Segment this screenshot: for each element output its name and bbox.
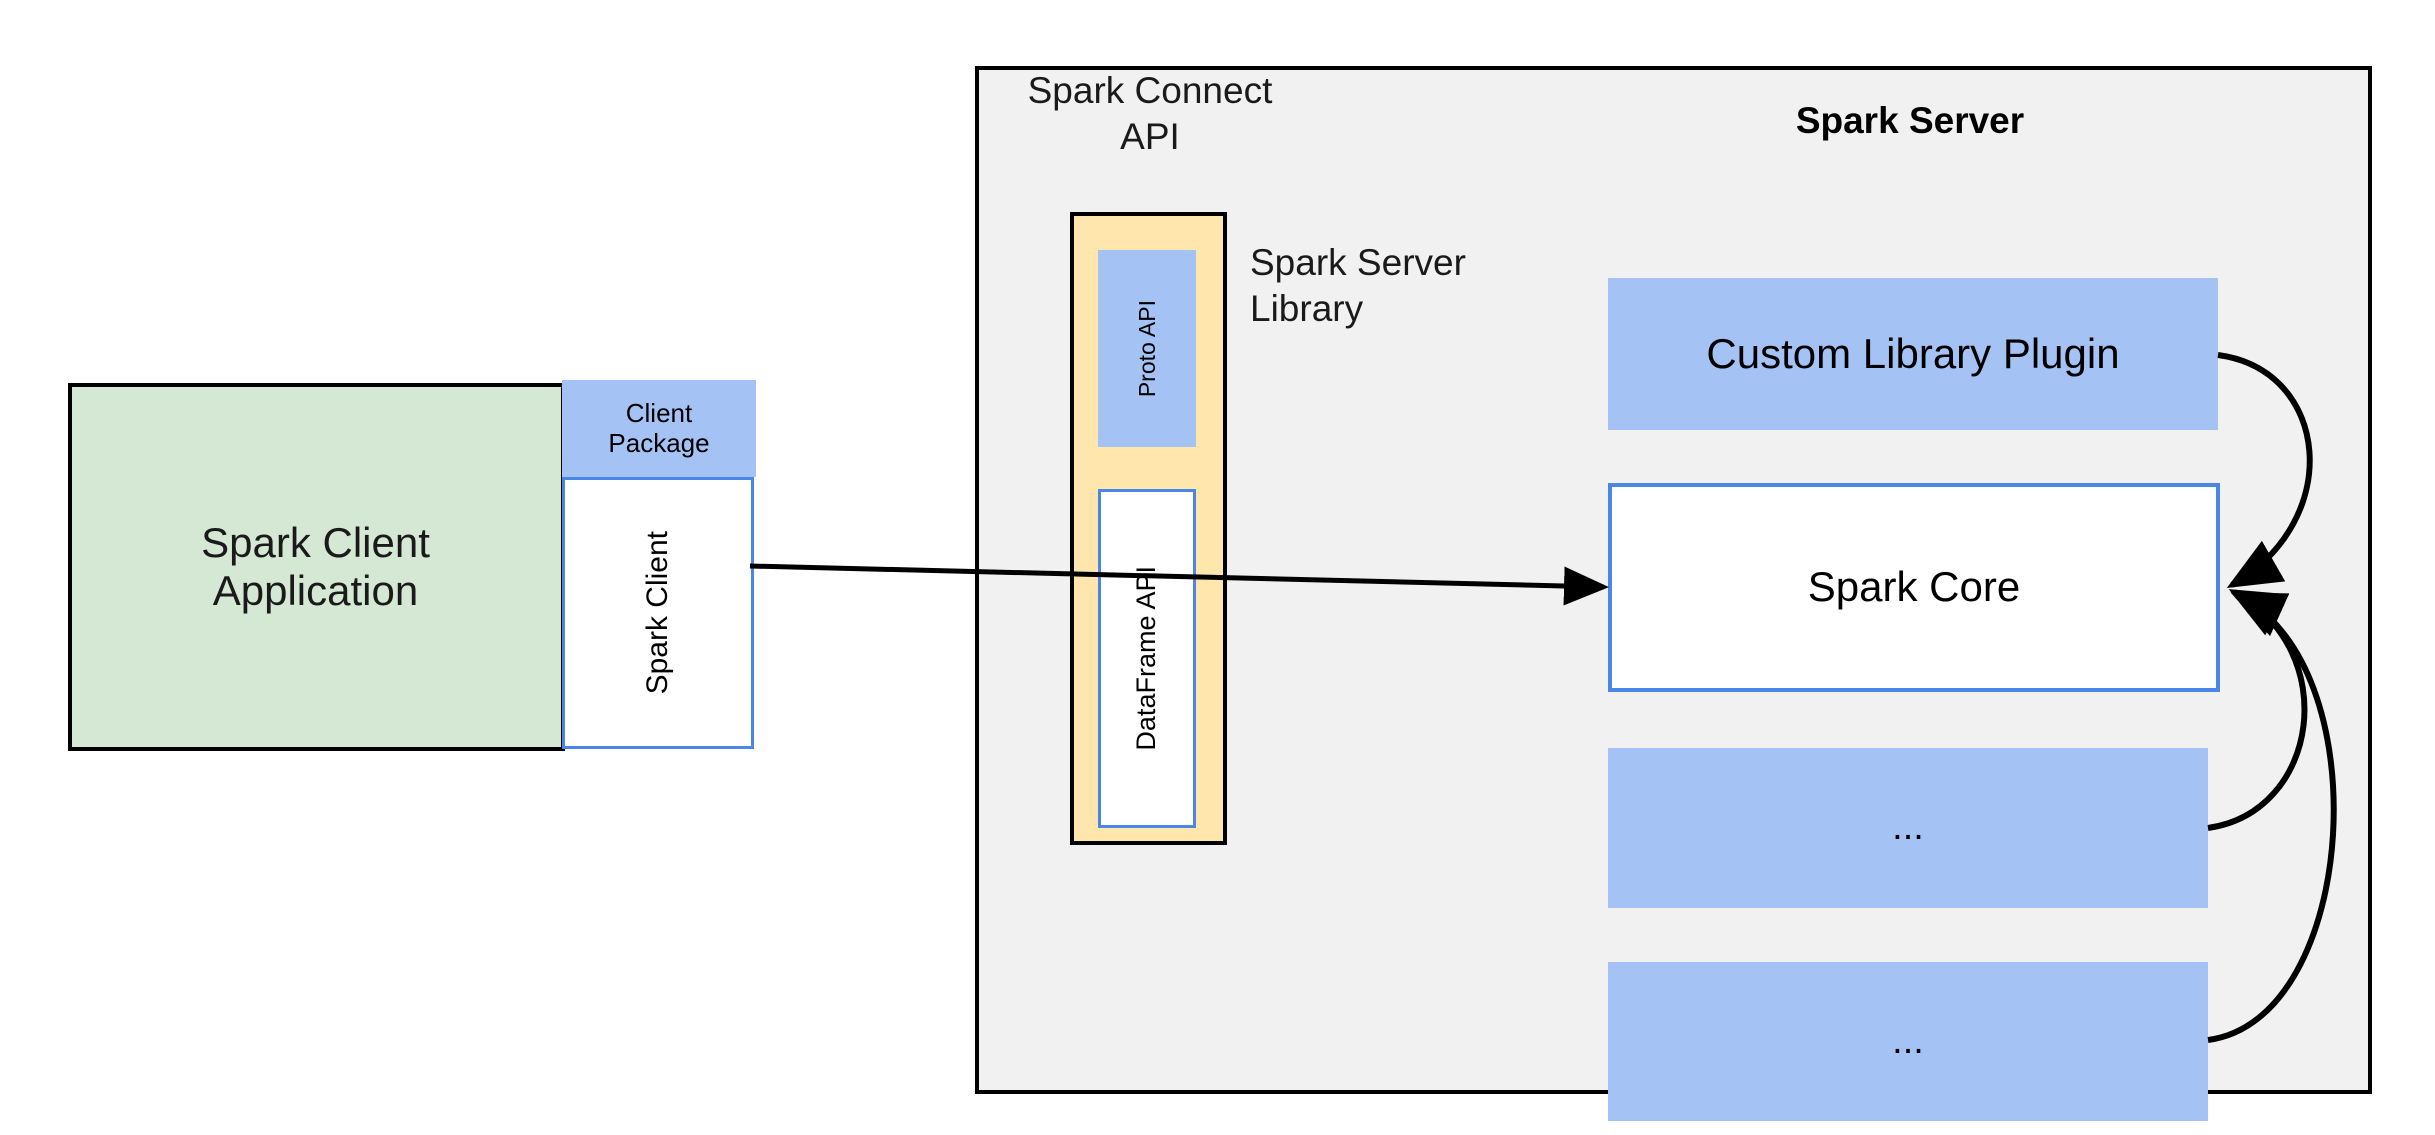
spark-client-application-box[interactable]: Spark Client Application [68, 383, 565, 751]
client-package-label: Client Package [608, 397, 710, 459]
ellipsis-box-1[interactable]: ... [1608, 748, 2208, 908]
proto-api-box[interactable]: Proto API [1098, 250, 1196, 447]
ellipsis-box-2[interactable]: ... [1608, 962, 2208, 1121]
spark-server-library-label: Spark Server Library [1250, 240, 1550, 333]
proto-api-label: Proto API [1133, 299, 1160, 398]
client-package-label-line1: Client [625, 397, 693, 428]
spark-connect-api-label-line2: API [1120, 116, 1180, 158]
spark-server-title: Spark Server [1795, 100, 2025, 141]
custom-library-plugin-label: Custom Library Plugin [1706, 329, 2120, 377]
ellipsis-box-1-label: ... [1892, 806, 1924, 849]
spark-core-label: Spark Core [1807, 563, 2021, 611]
ellipsis-box-2-label: ... [1892, 1019, 1924, 1062]
client-package-box[interactable]: Client Package [562, 380, 756, 477]
spark-client-box[interactable]: Spark Client [562, 477, 754, 749]
spark-core-box[interactable]: Spark Core [1608, 483, 2220, 692]
spark-server-library-label-line2: Library [1250, 288, 1364, 330]
spark-client-label: Spark Client [640, 531, 674, 695]
spark-client-application-label-line1: Spark Client [201, 518, 430, 566]
spark-connect-api-label: Spark Connect API [1000, 68, 1300, 161]
spark-client-application-label-line2: Application [212, 567, 419, 614]
dataframe-api-label: DataFrame API [1131, 566, 1162, 751]
spark-connect-api-label-line1: Spark Connect [1027, 70, 1273, 111]
custom-library-plugin-box[interactable]: Custom Library Plugin [1608, 278, 2218, 430]
dataframe-api-box[interactable]: DataFrame API [1098, 489, 1196, 828]
spark-server-library-label-line1: Spark Server [1250, 242, 1466, 283]
client-package-label-line2: Package [608, 427, 710, 458]
spark-client-application-label: Spark Client Application [201, 519, 430, 616]
